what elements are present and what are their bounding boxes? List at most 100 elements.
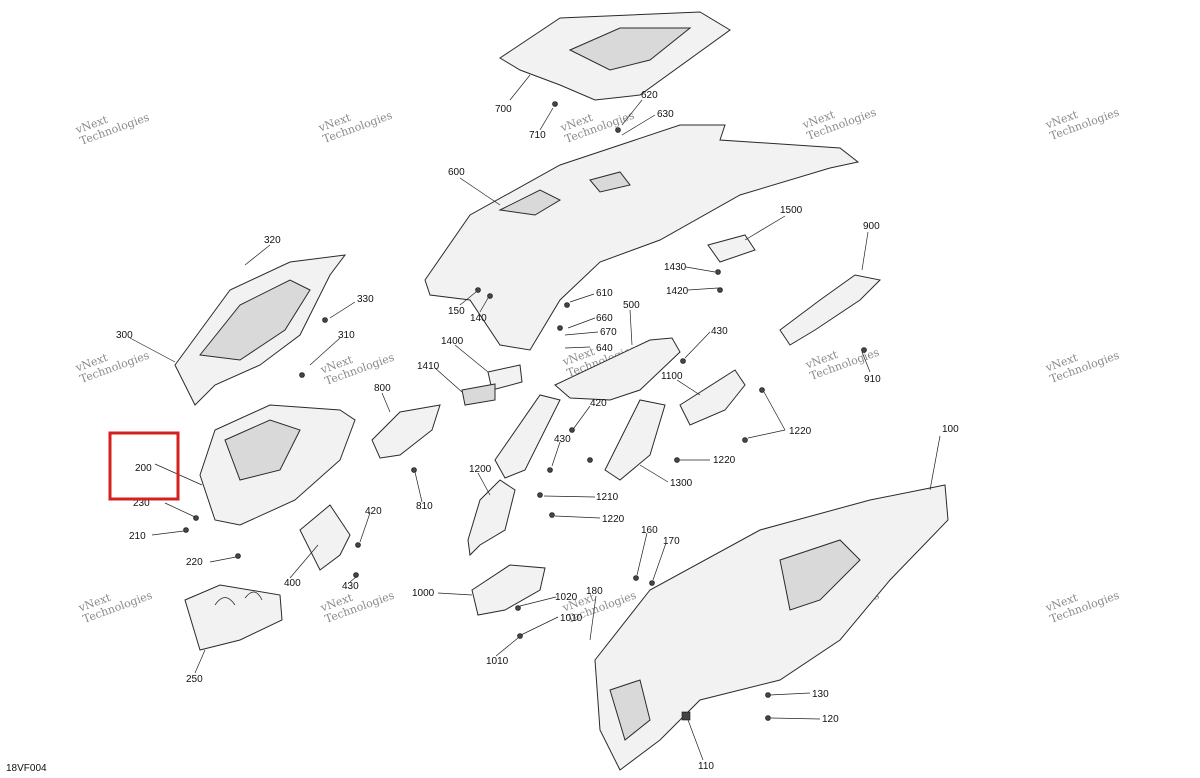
part-1100-panel (679, 369, 746, 426)
callout-label: 1010 (486, 656, 509, 667)
part-1410-plate (461, 383, 496, 406)
part-250-plate (184, 584, 283, 651)
part-600-center-panel (424, 124, 860, 351)
screw-icon (475, 287, 481, 293)
callout-label: 600 (448, 167, 465, 178)
callout-label: 420 (590, 398, 607, 409)
part-1200-bracket (467, 479, 516, 557)
screw-icon (547, 467, 553, 473)
screw-icon (564, 302, 570, 308)
screw-icon (411, 467, 417, 473)
callout-label: 1000 (412, 588, 435, 599)
screw-icon (680, 358, 686, 364)
part-300-grille (174, 254, 347, 406)
highlight-box (108, 431, 180, 501)
part-100-body-panel (594, 484, 949, 771)
watermark: vNext Technologies (1043, 349, 1121, 386)
screw-icon (674, 457, 680, 463)
screw-icon (742, 437, 748, 443)
watermark: vNext Technologies (800, 106, 878, 143)
callout-label: 1420 (666, 286, 689, 297)
screw-icon (193, 515, 199, 521)
screw-icon (183, 527, 189, 533)
part-1500-block (707, 234, 756, 263)
callout-label: 900 (863, 221, 880, 232)
part-400-bracket (299, 504, 351, 571)
watermark: vNext Technologies (73, 111, 151, 148)
callout-label: 170 (663, 536, 680, 547)
screw-icon (515, 605, 521, 611)
screw-icon (537, 492, 543, 498)
callout-label: 160 (641, 525, 658, 536)
callout-label: 100 (942, 424, 959, 435)
callout-label: 200 (135, 463, 152, 474)
callout-label: 1410 (417, 361, 440, 372)
screw-icon (765, 715, 771, 721)
callout-label: 910 (864, 374, 881, 385)
watermark: vNext Technologies (73, 349, 151, 386)
callout-label: 500 (623, 300, 640, 311)
callout-label: 220 (186, 557, 203, 568)
part-1300-bracket (604, 399, 666, 481)
callout-label: 110 (698, 761, 714, 772)
screw-icon (569, 427, 575, 433)
callout-label: 1200 (469, 464, 492, 475)
callout-label: 140 (470, 313, 487, 324)
callout-label: 180 (586, 586, 603, 597)
callout-label: 210 (129, 531, 146, 542)
screw-icon (861, 347, 867, 353)
callout-label: 700 (495, 104, 512, 115)
callout-label: 120 (822, 714, 839, 725)
callout-label: 1220 (789, 426, 812, 437)
callout-label: 610 (596, 288, 613, 299)
screw-icon (649, 580, 655, 586)
callout-label: 430 (711, 326, 728, 337)
callout-label: 810 (416, 501, 433, 512)
watermark: vNext Technologies (316, 109, 394, 146)
screw-icon (353, 572, 359, 578)
callout-label: 1500 (780, 205, 803, 216)
callout-label: 660 (596, 313, 613, 324)
screw-icon (717, 287, 723, 293)
part-500-trim (554, 337, 681, 401)
callout-label: 1430 (664, 262, 687, 273)
watermark: vNext Technologies (76, 589, 154, 626)
callout-label: 1300 (670, 478, 693, 489)
leader-lines (129, 74, 941, 761)
callout-label: 1210 (596, 492, 619, 503)
screw-icon (299, 372, 305, 378)
callout-label: 800 (374, 383, 391, 394)
callout-label: 1400 (441, 336, 464, 347)
callout-label: 640 (596, 343, 613, 354)
callout-label: 230 (133, 498, 150, 509)
clip-icon (681, 711, 691, 721)
callout-label: 430 (554, 434, 571, 445)
callout-label: 1220 (602, 514, 625, 525)
part-trim-bar (494, 394, 561, 479)
screw-icon (487, 293, 493, 299)
callout-label: 1100 (661, 371, 683, 382)
callouts: 700 620 630 710 600 320 330 310 300 1500… (116, 90, 959, 772)
part-800-bracket (371, 404, 441, 459)
diagram-code: 18VF004 (6, 763, 47, 774)
callout-label: 710 (529, 130, 546, 141)
part-1000-bracket (471, 564, 546, 616)
callout-label: 630 (657, 109, 674, 120)
callout-label: 1220 (713, 455, 736, 466)
callout-label: 130 (812, 689, 829, 700)
watermark: vNext Technologies (1043, 106, 1121, 143)
part-700-top-cover (499, 11, 731, 101)
callout-label: 310 (338, 330, 355, 341)
screw-icon (759, 387, 765, 393)
callout-label: 250 (186, 674, 203, 685)
callout-label: 330 (357, 294, 374, 305)
screw-icon (322, 317, 328, 323)
callout-label: 420 (365, 506, 382, 517)
screw-icon (355, 542, 361, 548)
screw-icon (549, 512, 555, 518)
part-1400-switch (487, 364, 523, 391)
callout-label: 150 (448, 306, 465, 317)
screw-icon (587, 457, 593, 463)
callout-label: 300 (116, 330, 133, 341)
